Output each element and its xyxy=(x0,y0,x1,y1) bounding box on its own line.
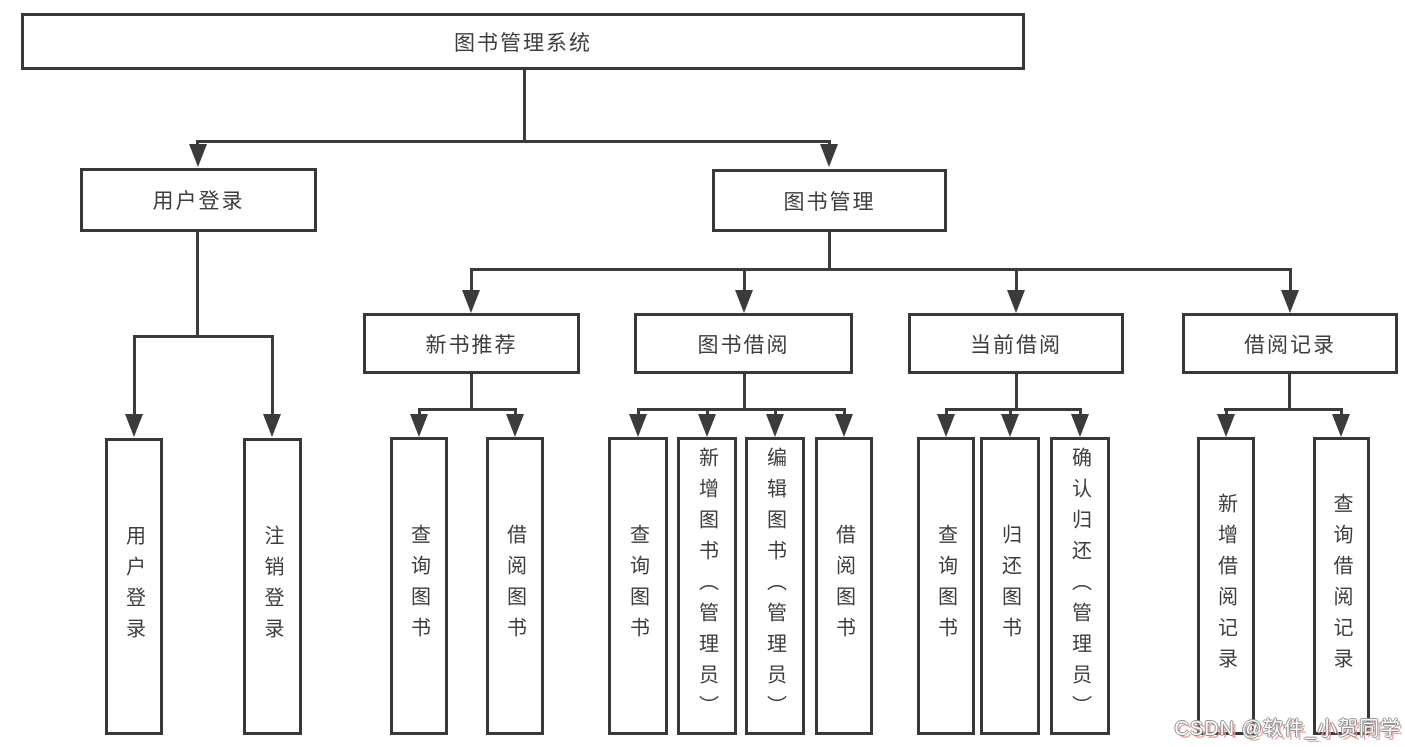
connector-drop xyxy=(470,268,473,292)
connector-drop xyxy=(774,408,777,417)
node-label: 图书借阅 xyxy=(697,333,790,357)
node-leaf-query-books-2: 查询图书 xyxy=(608,437,668,735)
connector-drop xyxy=(133,335,136,417)
node-new-book-recommend: 新书推荐 xyxy=(363,313,580,374)
arrow-down-icon xyxy=(735,290,753,313)
node-leaf-query-books-3: 查询图书 xyxy=(917,437,975,735)
arrow-down-icon xyxy=(410,414,428,437)
leaf-label: 借阅图书 xyxy=(832,524,855,648)
node-leaf-query-borrow-record: 查询借阅记录 xyxy=(1313,437,1370,735)
node-label: 借阅记录 xyxy=(1244,333,1336,357)
node-root: 图书管理系统 xyxy=(21,13,1025,70)
node-root-label: 图书管理系统 xyxy=(454,31,592,55)
connector-stub xyxy=(470,374,473,408)
connector-stub xyxy=(743,374,746,408)
node-leaf-add-borrow-record: 新增借阅记录 xyxy=(1197,437,1255,735)
arrow-down-icon xyxy=(1281,290,1299,313)
node-leaf-query-books-1: 查询图书 xyxy=(390,437,448,735)
leaf-label: 借阅图书 xyxy=(503,524,526,648)
leaf-label: 注销登录 xyxy=(261,524,283,649)
connector-drop xyxy=(637,408,640,417)
csdn-watermark: CSDN @软件_小贺同学 xyxy=(1174,718,1401,740)
leaf-label: 查询借阅记录 xyxy=(1330,493,1352,679)
node-leaf-borrow-books-1: 借阅图书 xyxy=(486,437,544,735)
leaf-label: 查询图书 xyxy=(407,524,430,648)
connector-group-branch xyxy=(1224,408,1342,411)
connector-level2-branch xyxy=(197,140,831,143)
arrow-down-icon xyxy=(835,414,853,437)
node-leaf-edit-book-admin: 编辑图书（管理员） xyxy=(745,437,805,735)
node-user-login: 用户登录 xyxy=(80,168,317,232)
arrow-down-icon xyxy=(698,414,716,437)
connector-drop xyxy=(418,408,421,417)
arrow-down-icon xyxy=(766,414,784,437)
arrow-down-icon xyxy=(189,144,207,167)
connector-user-login-branch xyxy=(133,335,274,338)
node-label: 新书推荐 xyxy=(425,333,518,357)
connector-drop xyxy=(1079,408,1082,417)
connector-drop xyxy=(706,408,709,417)
connector-book-management-stub xyxy=(828,232,831,268)
connector-drop xyxy=(1009,408,1012,417)
node-book-management: 图书管理 xyxy=(712,169,947,232)
connector-drop xyxy=(945,408,948,417)
leaf-label: 归还图书 xyxy=(998,524,1021,648)
arrow-down-icon xyxy=(820,144,838,167)
node-current-borrowing: 当前借阅 xyxy=(908,313,1124,374)
leaf-label: 新增图书（管理员） xyxy=(695,446,718,726)
node-label: 当前借阅 xyxy=(970,333,1062,357)
connector-drop xyxy=(514,408,517,417)
node-leaf-logout: 注销登录 xyxy=(243,438,302,735)
connector-user-login-stub xyxy=(196,232,199,335)
leaf-label: 查询图书 xyxy=(626,524,649,648)
arrow-down-icon xyxy=(1007,290,1025,313)
leaf-label: 编辑图书（管理员） xyxy=(763,446,786,726)
leaf-label: 确认归还（管理员） xyxy=(1068,446,1091,726)
connector-drop xyxy=(1225,408,1228,417)
leaf-label: 用户登录 xyxy=(122,524,145,649)
node-book-management-label: 图书管理 xyxy=(783,190,876,214)
node-leaf-return-book: 归还图书 xyxy=(980,437,1040,735)
leaf-label: 查询图书 xyxy=(934,524,957,648)
connector-stub xyxy=(1015,374,1018,408)
arrow-down-icon xyxy=(125,414,143,437)
node-leaf-borrow-books-2: 借阅图书 xyxy=(815,437,873,735)
arrow-down-icon xyxy=(629,414,647,437)
connector-drop xyxy=(743,268,746,292)
connector-stub xyxy=(1288,374,1291,408)
node-book-borrowing: 图书借阅 xyxy=(634,313,853,374)
connector-group-branch xyxy=(418,408,517,411)
connector-drop xyxy=(1340,408,1343,417)
arrow-down-icon xyxy=(462,290,480,313)
node-user-login-label: 用户登录 xyxy=(152,190,245,213)
arrow-down-icon xyxy=(937,414,955,437)
connector-drop xyxy=(271,335,274,417)
connector-drop xyxy=(1289,268,1292,292)
leaf-label: 新增借阅记录 xyxy=(1214,493,1237,679)
connector-level3-branch xyxy=(470,268,1291,271)
connector-group-branch xyxy=(945,408,1081,411)
arrow-down-icon xyxy=(263,414,281,437)
node-leaf-confirm-return-admin: 确认归还（管理员） xyxy=(1050,437,1110,735)
node-leaf-add-book-admin: 新增图书（管理员） xyxy=(677,437,737,735)
node-borrowing-records: 借阅记录 xyxy=(1182,313,1398,374)
connector-root-stub xyxy=(523,70,526,140)
arrow-down-icon xyxy=(1001,414,1019,437)
arrow-down-icon xyxy=(1332,414,1350,437)
arrow-down-icon xyxy=(506,414,524,437)
arrow-down-icon xyxy=(1071,414,1089,437)
connector-drop xyxy=(1015,268,1018,292)
node-leaf-user-login: 用户登录 xyxy=(105,438,163,735)
connector-group-branch xyxy=(637,408,845,411)
connector-drop xyxy=(843,408,846,417)
arrow-down-icon xyxy=(1217,414,1235,437)
